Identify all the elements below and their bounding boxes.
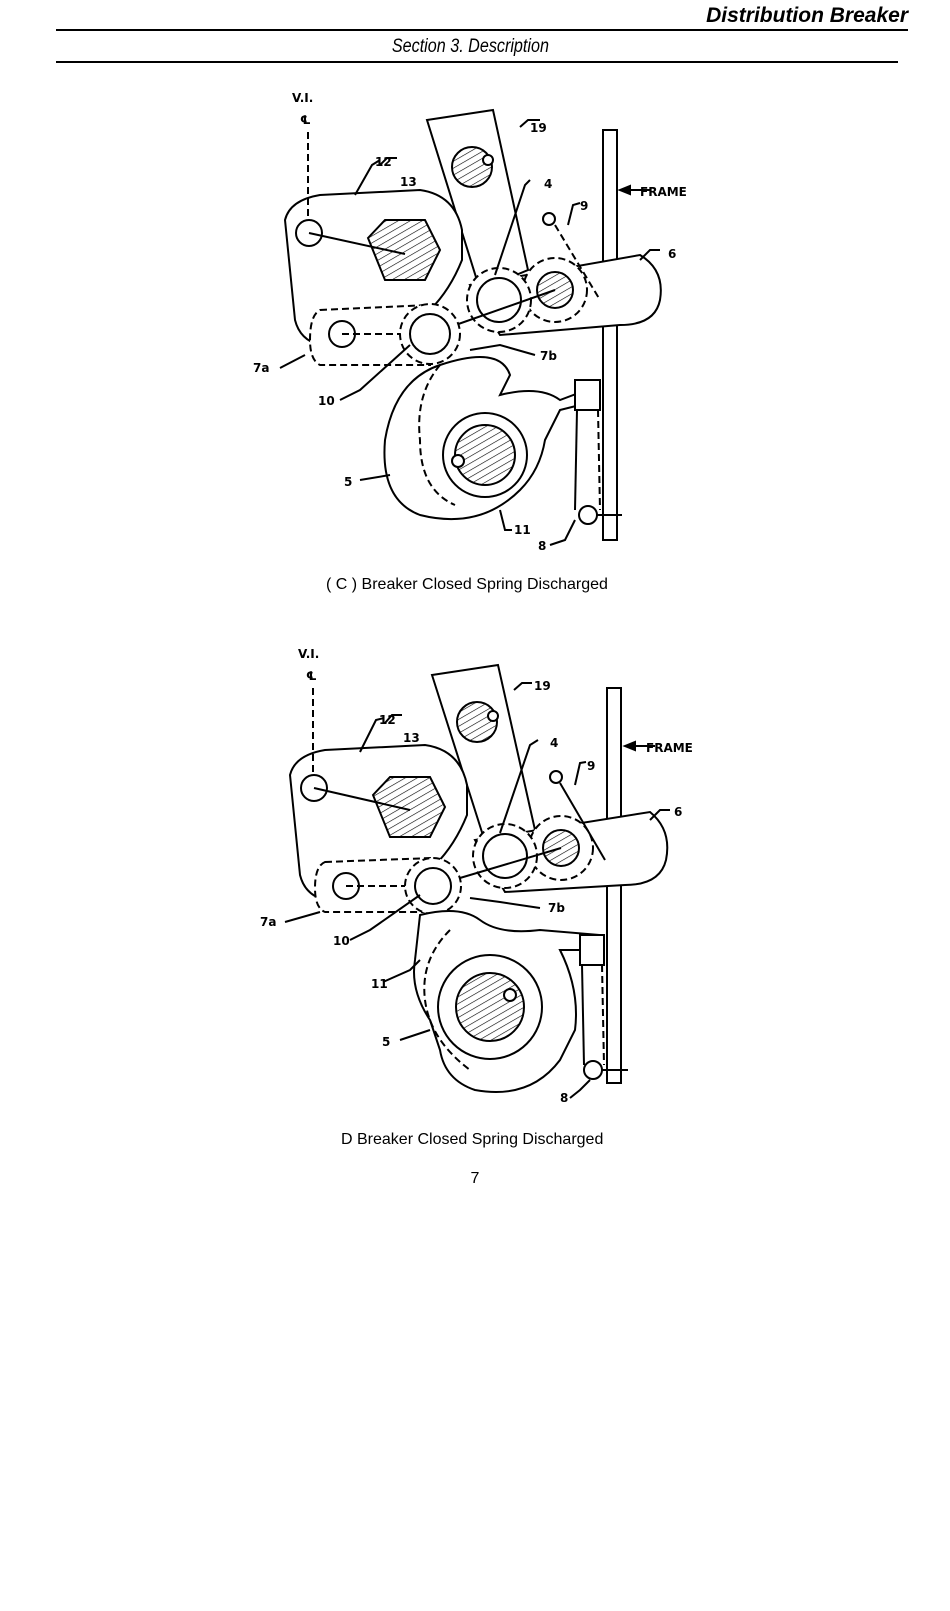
vi-label: V.I. — [298, 647, 319, 661]
header-rule-bottom — [56, 61, 898, 63]
centerline-symbol: ℄ — [300, 113, 311, 127]
part-label-10: 10 — [333, 934, 350, 948]
part-label-13: 13 — [403, 731, 420, 745]
page-number: 7 — [0, 1170, 950, 1188]
part-label-6: 6 — [668, 247, 676, 261]
part-label-4: 4 — [544, 177, 552, 191]
part-label-9: 9 — [587, 759, 595, 773]
centerline-symbol: ℄ — [306, 669, 317, 683]
vi-label: V.I. — [292, 91, 313, 105]
part-label-7b: 7b — [540, 349, 557, 363]
part-label-11: 11 — [514, 523, 531, 537]
part-label-12: 12 — [375, 155, 392, 169]
part-label-5: 5 — [344, 475, 352, 489]
part-label-6: 6 — [674, 805, 682, 819]
frame-label: FRAME — [646, 741, 693, 755]
figure-d-caption: D Breaker Closed Spring Discharged — [341, 1131, 603, 1149]
part-label-11: 11 — [371, 977, 388, 991]
header-rule-top — [56, 29, 908, 31]
frame-label: FRAME — [640, 185, 687, 199]
figure-d-diagram: V.I. ℄ 19 12 13 4 FRAME 9 6 7a 7b 10 11 … — [0, 640, 950, 1110]
part-label-10: 10 — [318, 394, 335, 408]
part-label-4: 4 — [550, 736, 558, 750]
part-label-8: 8 — [538, 539, 546, 550]
part-label-13: 13 — [400, 175, 417, 189]
part-label-12: 12 — [379, 713, 396, 727]
part-label-5: 5 — [382, 1035, 390, 1049]
part-label-7a: 7a — [253, 361, 269, 375]
figure-c-diagram: V.I. ℄ 19 12 13 4 FRAME 9 6 7a 7b 10 5 1… — [0, 80, 950, 550]
part-label-7b: 7b — [548, 901, 565, 915]
part-label-8: 8 — [560, 1091, 568, 1105]
part-label-9: 9 — [580, 199, 588, 213]
section-title: Section 3. Description — [0, 36, 950, 58]
part-label-19: 19 — [534, 679, 551, 693]
figure-c-caption: ( C ) Breaker Closed Spring Discharged — [326, 576, 608, 594]
part-label-7a: 7a — [260, 915, 276, 929]
document-title: Distribution Breaker — [706, 4, 908, 28]
part-label-19: 19 — [530, 121, 547, 135]
